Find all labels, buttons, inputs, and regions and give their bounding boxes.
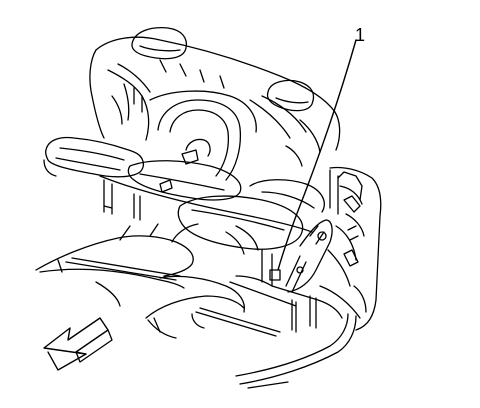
- callout-leader-line: [277, 39, 357, 271]
- callout-number: 1: [355, 25, 366, 45]
- left-headrest: [131, 26, 188, 60]
- right-headrest: [266, 79, 315, 112]
- cab-floor: [35, 223, 357, 389]
- seat-frame: [103, 179, 333, 333]
- seat-cushion: [43, 136, 325, 255]
- front-direction-arrow-icon: [43, 317, 113, 371]
- seat-back: [89, 26, 341, 181]
- side-panel: [319, 166, 382, 331]
- seat-anchor-bolt: [269, 269, 281, 281]
